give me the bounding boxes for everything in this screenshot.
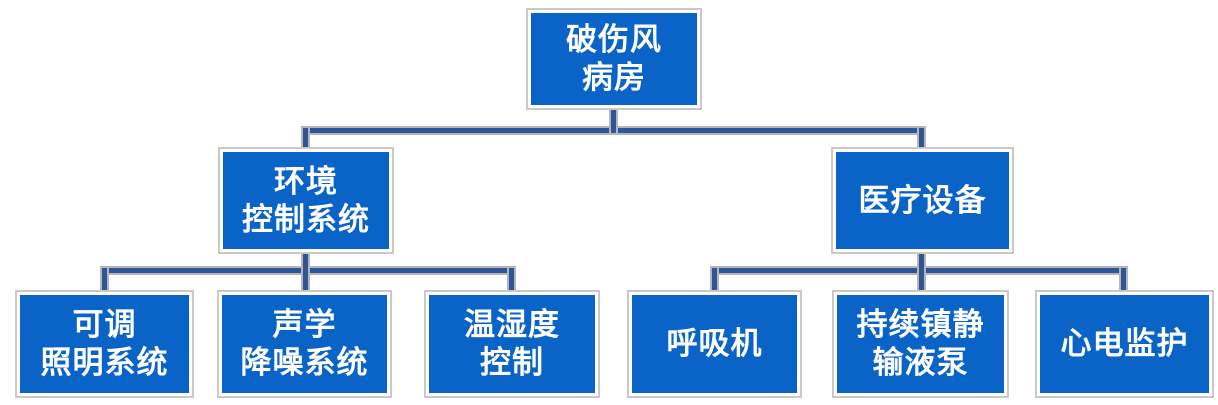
connector-drop-lighting xyxy=(102,268,107,294)
connector-medical-horizontal-rail xyxy=(712,268,1124,273)
node-medical-equipment-label: 医疗设备 xyxy=(858,182,987,219)
node-temperature-humidity-control: 温湿度 控制 xyxy=(426,292,598,396)
connector-drop-medical xyxy=(919,128,924,151)
node-adjustable-lighting-system: 可调 照明系统 xyxy=(17,292,192,396)
node-temperature-humidity-control-label: 温湿度 控制 xyxy=(464,307,560,381)
node-adjustable-lighting-system-label: 可调 照明系统 xyxy=(40,307,169,381)
connector-drop-environment xyxy=(303,128,308,151)
node-continuous-sedation-infusion-pump-label: 持续镇静 输液泵 xyxy=(856,307,985,381)
connector-environment-stem xyxy=(303,250,308,294)
node-ecg-monitoring-label: 心电监护 xyxy=(1060,326,1189,362)
connector-environment-horizontal-rail xyxy=(102,268,514,273)
node-medical-equipment: 医疗设备 xyxy=(833,149,1012,252)
node-ventilator: 呼吸机 xyxy=(629,292,800,396)
node-continuous-sedation-infusion-pump: 持续镇静 输液泵 xyxy=(834,292,1007,396)
node-ventilator-label: 呼吸机 xyxy=(666,326,763,362)
node-acoustic-noise-reduction-system: 声学 降噪系统 xyxy=(219,292,390,396)
node-environment-control-system-label: 环境 控制系统 xyxy=(242,163,370,238)
connector-drop-ventilator xyxy=(712,268,717,294)
connector-drop-ecg xyxy=(1121,268,1126,294)
connector-root-stem xyxy=(611,106,616,133)
node-tetanus-ward-label: 破伤风 病房 xyxy=(566,22,662,96)
node-tetanus-ward: 破伤风 病房 xyxy=(528,10,700,108)
connector-medical-stem xyxy=(919,250,924,294)
node-environment-control-system: 环境 控制系统 xyxy=(220,149,392,252)
connector-drop-temperature-humidity xyxy=(509,268,514,294)
node-acoustic-noise-reduction-system-label: 声学 降噪系统 xyxy=(240,307,369,381)
node-ecg-monitoring: 心电监护 xyxy=(1037,292,1212,396)
